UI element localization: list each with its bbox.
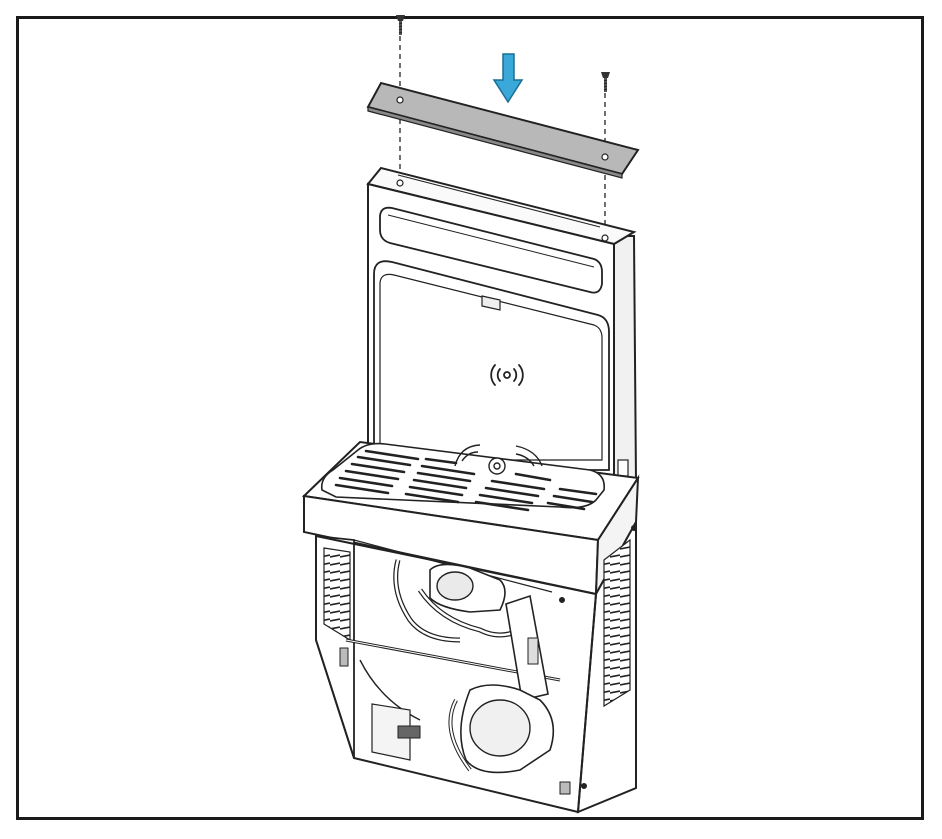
wireless-sensor-icon	[490, 364, 524, 386]
screw-icon	[601, 72, 610, 92]
down-arrow-icon	[492, 53, 524, 104]
louver-vent-icon	[323, 538, 631, 708]
bottle-filler-housing	[366, 166, 638, 483]
top-cover-plate	[366, 81, 640, 179]
screw-icon	[396, 15, 405, 35]
drain-grille-icon	[301, 440, 640, 542]
refrigeration-components	[339, 525, 637, 795]
